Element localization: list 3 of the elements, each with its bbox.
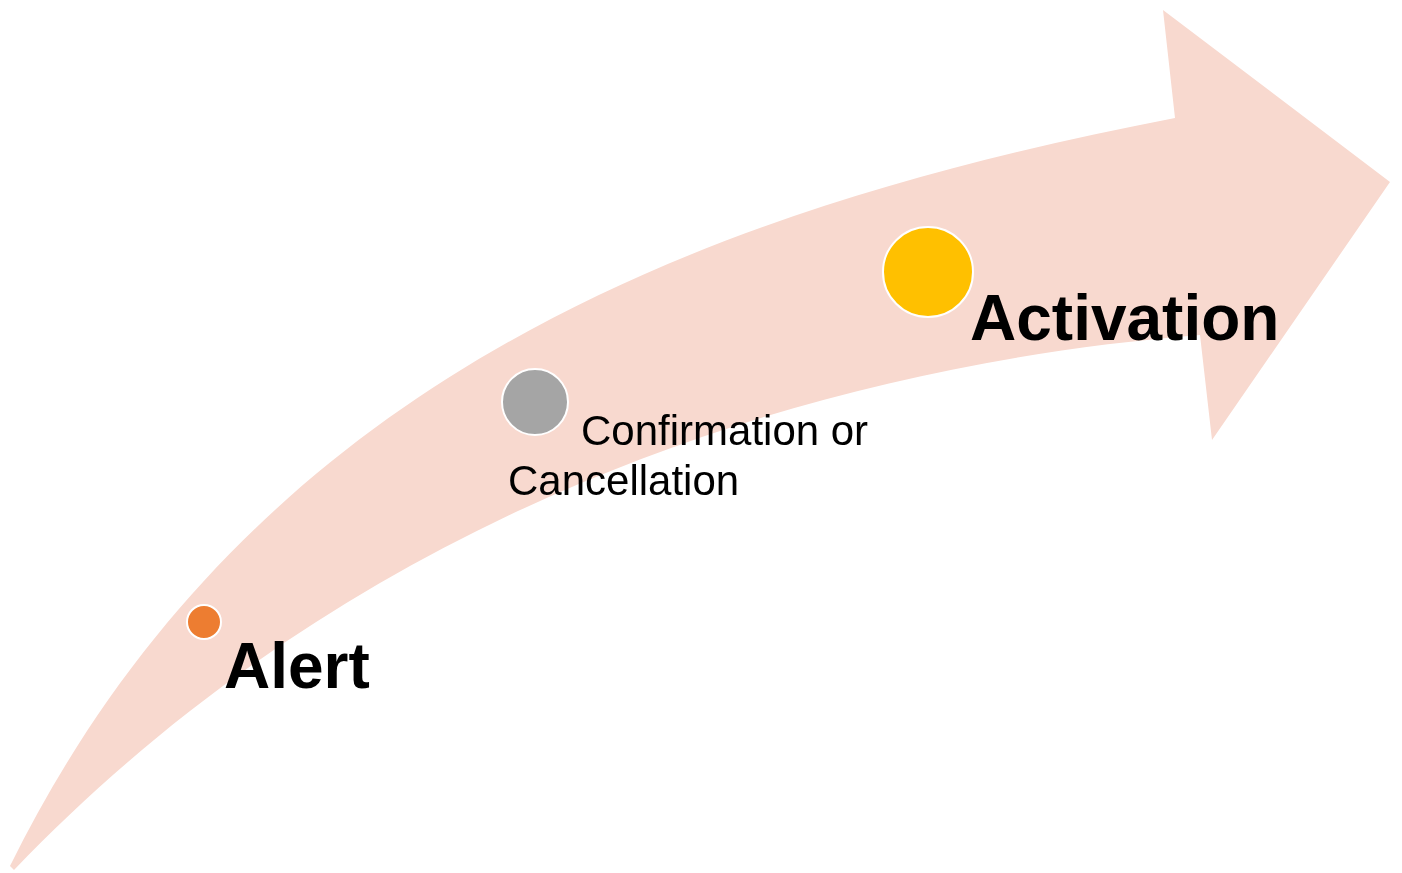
stage-label: Alert [224,629,371,704]
stage-label: Activation [970,281,1281,356]
stage-label: Confirmation or Cancellation [508,406,870,507]
